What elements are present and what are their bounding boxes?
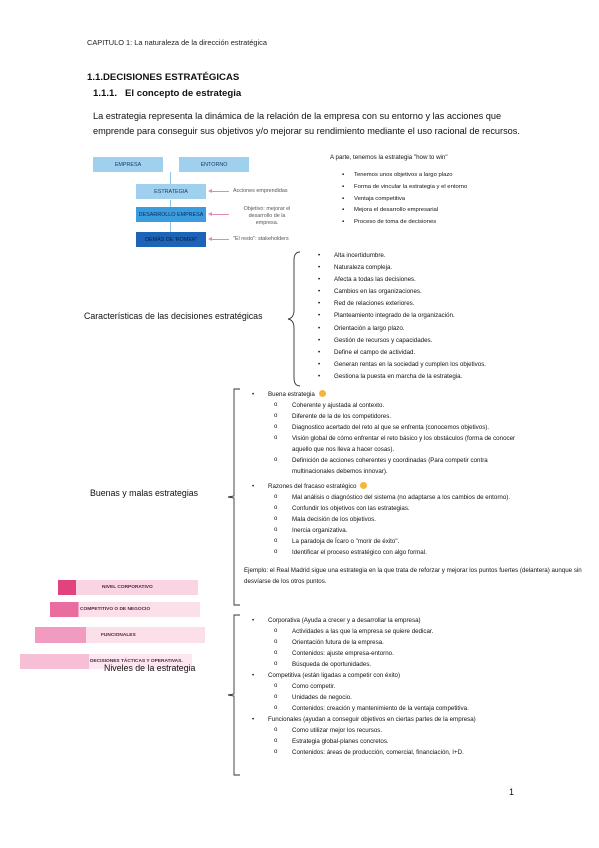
pink-arrow [208, 189, 229, 193]
list-item: Mejora el desarrollo empresarial [342, 205, 467, 217]
list-item: Orientación a largo plazo. [312, 323, 486, 335]
list-item: Confundir los objetivos con las estrateg… [244, 503, 589, 514]
list-item: Planteamiento integrado de la organizaci… [312, 310, 486, 322]
list-item: Contenidos: áreas de producción, comerci… [244, 747, 589, 758]
objetivo-label: Objetivo: mejorar el desarrollo de la em… [243, 206, 291, 226]
list-item: Tenemos unos objetivos a largo plazo [342, 170, 467, 182]
list-item: Visión global de cómo enfrentar el reto … [244, 433, 589, 444]
empresa-box: EMPRESA [93, 157, 163, 172]
list-item: Diagnostico acertado del reto al que se … [244, 422, 589, 433]
caracteristicas-list: Alta incertidumbre. Naturaleza compleja.… [312, 250, 486, 383]
resto-label: "El resto": stakeholders [233, 236, 289, 242]
square-brace [227, 388, 240, 606]
pyramid-level: DECISIONES TÁCTICAS Y OPERATIVAS. [20, 654, 192, 669]
list-item: Mala decisión de los objetivos. [244, 514, 589, 525]
estrategia-box: ESTRATEGIA [136, 184, 206, 199]
connector-line [170, 200, 171, 208]
niveles-block: Corporativa (Ayuda a crecer y a desarrol… [244, 615, 589, 758]
subsection-number: 1.1.1. [93, 88, 118, 99]
list-item: Identificar el proceso estratégico con a… [244, 547, 589, 558]
aparte-title: A parte, tenemos la estrategia "how to w… [330, 154, 448, 161]
buena-title: Buena estrategia [244, 389, 589, 400]
fracaso-title: Razones del fracaso estratégico [244, 481, 589, 492]
list-item: Actividades a las que la empresa se quie… [244, 626, 589, 637]
list-item: Naturaleza compleja. [312, 262, 486, 274]
thumbs-down-icon [360, 482, 368, 489]
list-item: La paradoja de Ícaro o "morir de éxito". [244, 536, 589, 547]
curly-brace [287, 251, 301, 387]
pyramid-level: FUNCIONALES [35, 627, 205, 643]
list-item-cont: multinacionales debemos innovar). [292, 468, 388, 475]
list-item: Estrategia global-planes concretos. [244, 736, 589, 747]
list-item: Red de relaciones exteriores. [312, 298, 486, 310]
pink-arrow [208, 237, 229, 241]
section-title: 1.1.DECISIONES ESTRATÉGICAS [87, 72, 240, 83]
list-item: Alta incertidumbre. [312, 250, 486, 262]
list-item: Generan rentas en la sociedad y cumplen … [312, 359, 486, 371]
list-item: Contenidos: creación y mantenimiento de … [244, 703, 589, 714]
niveles-label: Niveles de la estrategia [104, 663, 196, 673]
subsection-title: 1.1.1. El concepto de estrategia [93, 88, 241, 99]
list-item: Ventaja competitiva [342, 194, 467, 206]
competitiva-title: Competitiva (están ligadas a competir co… [244, 670, 589, 681]
list-item: Contenidos: ajuste empresa-entorno. [244, 648, 589, 659]
corporativa-title: Corporativa (Ayuda a crecer y a desarrol… [244, 615, 589, 626]
list-item: Proceso de toma de decisiones [342, 217, 467, 229]
list-item: Búsqueda de oportunidades. [244, 659, 589, 670]
list-item: Como competir. [244, 681, 589, 692]
list-item-cont: aquello que nos lleva a hacer cosas). [292, 446, 395, 453]
pyramid-level: NIVEL CORPORATIVO [58, 580, 198, 595]
list-item: Inercia organizativa. [244, 525, 589, 536]
list-item: Gestión de recursos y capacidades. [312, 335, 486, 347]
entorno-box: ENTORNO [179, 157, 249, 172]
subsection-text: El concepto de estrategia [125, 88, 242, 99]
connector-line [170, 172, 171, 184]
list-item: Gestiona la puesta en marcha de la estra… [312, 371, 486, 383]
buenas-malas-label: Buenas y malas estrategias [90, 488, 199, 498]
aparte-list: Tenemos unos objetivos a largo plazo For… [342, 170, 467, 229]
list-item: Unidades de negocio. [244, 692, 589, 703]
list-item: Mal análisis o diagnóstico del sistema (… [244, 492, 589, 503]
list-item: Cambios en las organizaciones. [312, 286, 486, 298]
square-brace [227, 614, 240, 776]
thumbs-up-icon [318, 390, 326, 397]
list-item: Orientación futura de la empresa. [244, 637, 589, 648]
funcionales-title: Funcionales (ayudan a conseguir objetivo… [244, 714, 589, 725]
list-item: Definición de acciones coherentes y coor… [244, 455, 589, 466]
list-item: Coherente y ajustada al contexto. [244, 400, 589, 411]
ejemplo-text: Ejemplo: el Real Madrid sigue una estrat… [244, 567, 582, 585]
pyramid-level: COMPETITIVO O DE NEGOCIO [50, 602, 200, 617]
page-number: 1 [509, 787, 515, 797]
desarrollo-box: DESARROLLO EMPRESA [136, 207, 206, 222]
buenas-malas-block: Buena estrategia Coherente y ajustada al… [244, 389, 589, 587]
caracteristicas-label: Características de las decisiones estrat… [84, 311, 263, 321]
list-item: Diferente de la de los competidores. [244, 411, 589, 422]
list-item: Como utilizar mejor los recursos. [244, 725, 589, 736]
page-header: CAPITULO 1: La naturaleza de la direcció… [87, 38, 267, 47]
resto-box: DEMÁS DE 'ROMER' [136, 232, 206, 247]
acciones-label: Acciones emprendidas [233, 188, 288, 194]
list-item: Forma de vincular la estrategia y el ent… [342, 182, 467, 194]
pink-arrow [208, 212, 229, 216]
intro-paragraph: La estrategia representa la dinámica de … [93, 111, 520, 136]
connector-line [170, 222, 171, 232]
list-item: Define el campo de actividad. [312, 347, 486, 359]
list-item: Afecta a todas las decisiones. [312, 274, 486, 286]
